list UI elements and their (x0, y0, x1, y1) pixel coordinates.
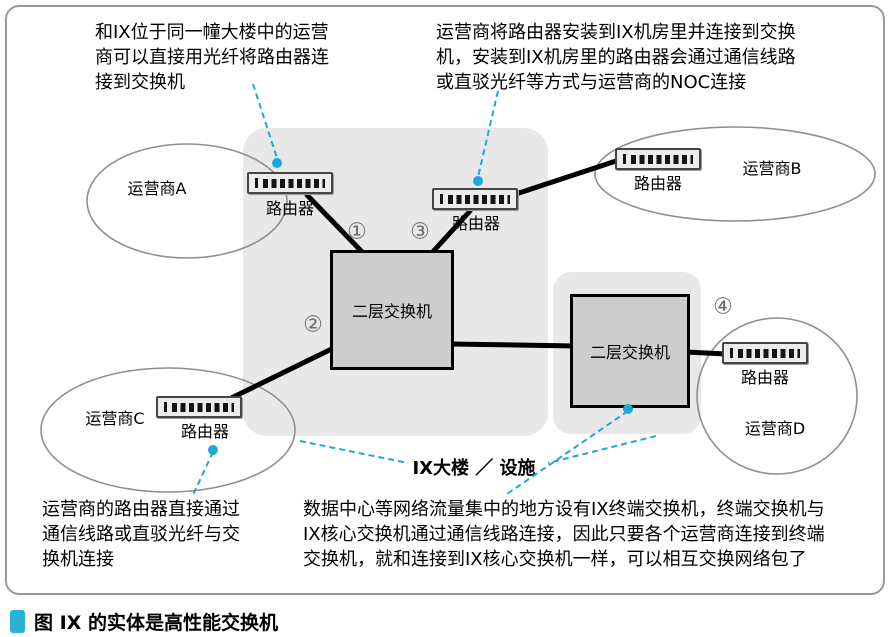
core-switch-label: 二层交换机 (351, 302, 432, 321)
router-port-strip (263, 178, 325, 188)
annotation-bottom-right: 数据中心等网络流量集中的地方设有IX终端交换机，终端交换机与 IX核心交换机通过… (303, 499, 825, 570)
router-port-strip (631, 154, 693, 164)
core-layer2-switch: 二层交换机 (330, 250, 454, 370)
router-d-icon (722, 342, 808, 364)
router-panel-bar (255, 178, 258, 188)
figure-caption: 图 IX 的实体是高性能交换机 (34, 612, 278, 634)
router-d-label: 路由器 (740, 368, 790, 387)
router-panel-bar (164, 402, 167, 412)
connection-number-1: ① (347, 219, 367, 245)
router-panel-bar (623, 154, 626, 164)
edge-switch-label: 二层交换机 (589, 343, 670, 362)
router-c-icon (156, 396, 242, 418)
router-mid-icon (432, 188, 518, 210)
router-b-icon (615, 148, 701, 170)
router-a-icon (247, 172, 333, 194)
router-b-label: 路由器 (633, 174, 683, 193)
router-port-strip (738, 348, 800, 358)
router-c-label: 路由器 (180, 422, 230, 441)
annotation-bottom-left: 运营商的路由器直接通过 通信线路或直驳光纤与交 换机连接 (42, 499, 240, 570)
router-panel-bar (730, 348, 733, 358)
router-mid-label: 路由器 (451, 214, 501, 233)
carrier-a-label: 运营商A (127, 179, 187, 198)
router-port-strip (448, 194, 510, 204)
connection-number-3: ③ (410, 219, 430, 245)
router-a-label: 路由器 (265, 199, 315, 218)
figure-caption-row: 图 IX 的实体是高性能交换机 (10, 608, 278, 635)
annotation-top-right: 运营商将路由器安装到IX机房里并连接到交换 机，安装到IX机房里的路由器会通过通… (436, 22, 796, 93)
connection-number-4: ④ (713, 294, 733, 320)
annotation-top-left: 和IX位于同一幢大楼中的运营 商可以直接用光纤将路由器连 接到交换机 (95, 22, 329, 93)
carrier-b-label: 运营商B (742, 159, 802, 178)
figure-border (5, 5, 885, 595)
carrier-c-label: 运营商C (85, 409, 145, 428)
connection-number-2: ② (303, 312, 323, 338)
router-port-strip (172, 402, 234, 412)
ix-building-label: IX大楼 ／ 设施 (412, 458, 536, 479)
router-panel-bar (440, 194, 443, 204)
carrier-d-label: 运营商D (744, 419, 806, 438)
edge-layer2-switch: 二层交换机 (570, 294, 690, 408)
caption-marker (10, 610, 25, 633)
